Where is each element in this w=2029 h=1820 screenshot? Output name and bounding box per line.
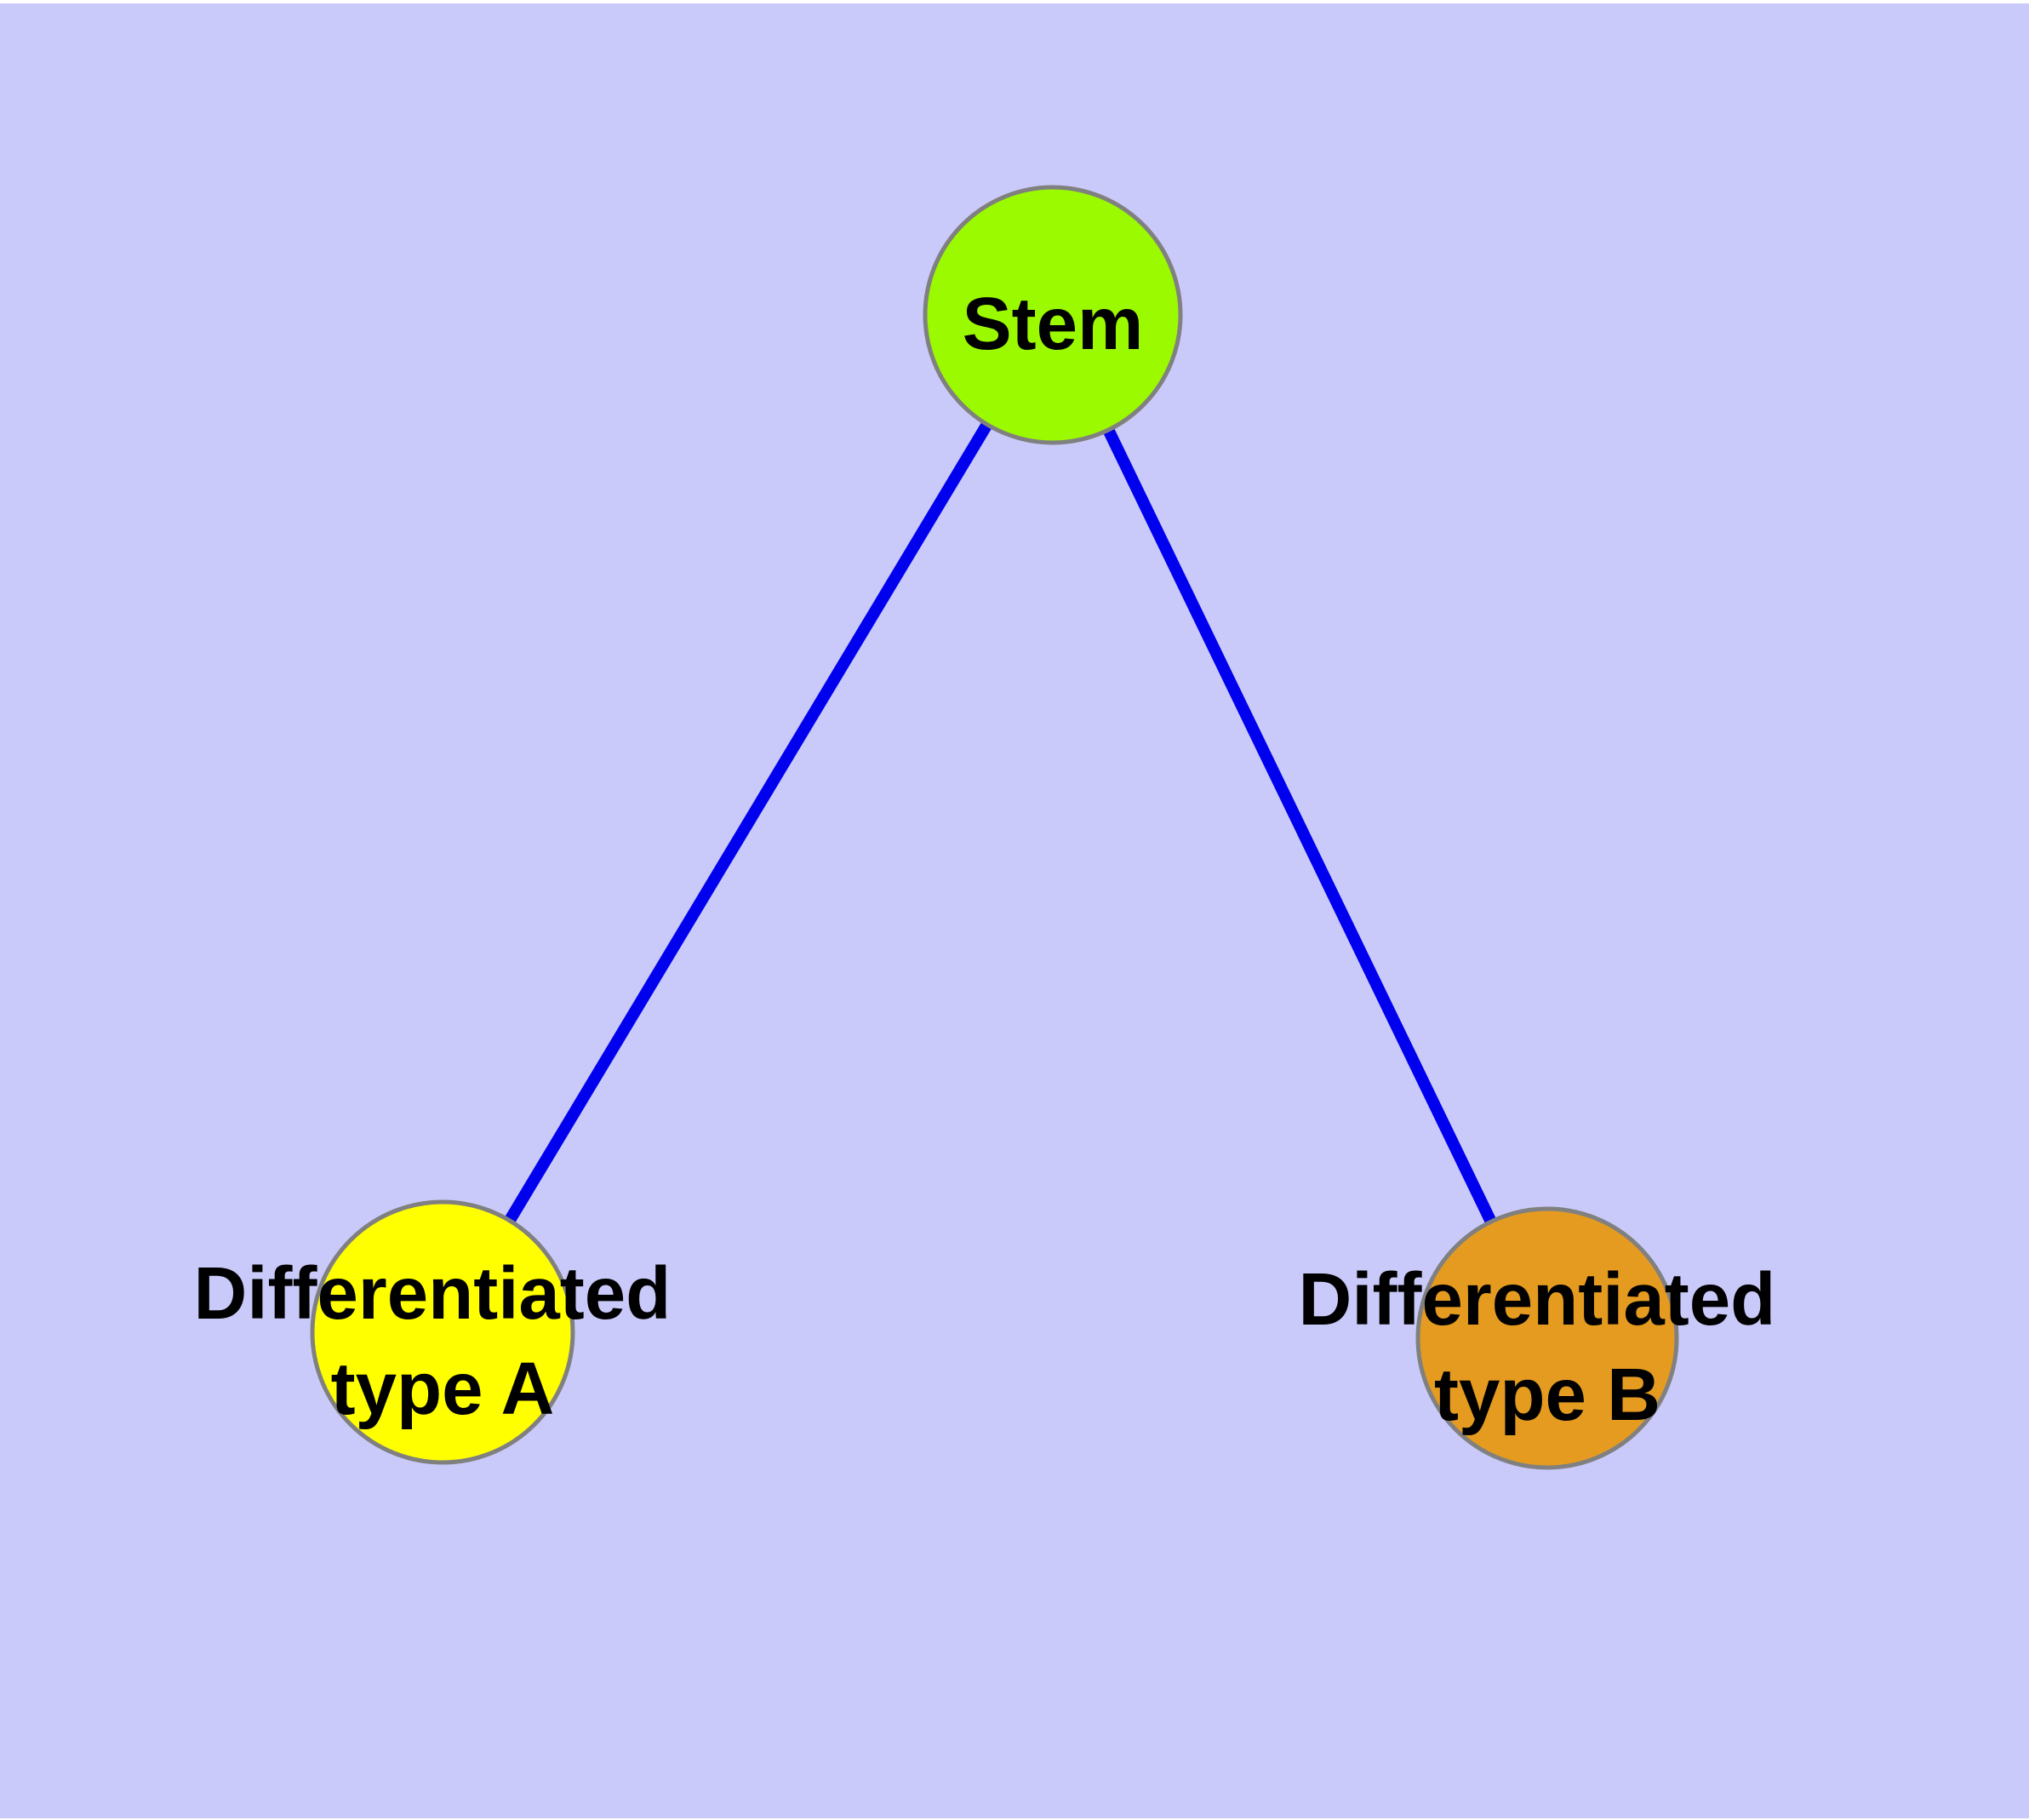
node-type-b-label-line1: Differentiated bbox=[1299, 1258, 1776, 1341]
node-stem bbox=[923, 185, 1183, 445]
node-type-b-label: Differentiated type B bbox=[1299, 1258, 1797, 1436]
node-stem-label: Stem bbox=[963, 283, 1144, 365]
edge-stem-to-type-b bbox=[1047, 312, 1553, 1342]
node-type-a-label-line2: type A bbox=[331, 1348, 555, 1430]
edge-stem-to-type-a bbox=[437, 312, 1059, 1336]
node-type-a bbox=[310, 1199, 575, 1465]
node-type-b bbox=[1415, 1206, 1679, 1470]
node-type-a-label-line1: Differentiated bbox=[194, 1252, 672, 1335]
node-type-a-label: Differentiated type A bbox=[194, 1252, 692, 1430]
node-type-b-label-line2: type B bbox=[1434, 1354, 1660, 1436]
